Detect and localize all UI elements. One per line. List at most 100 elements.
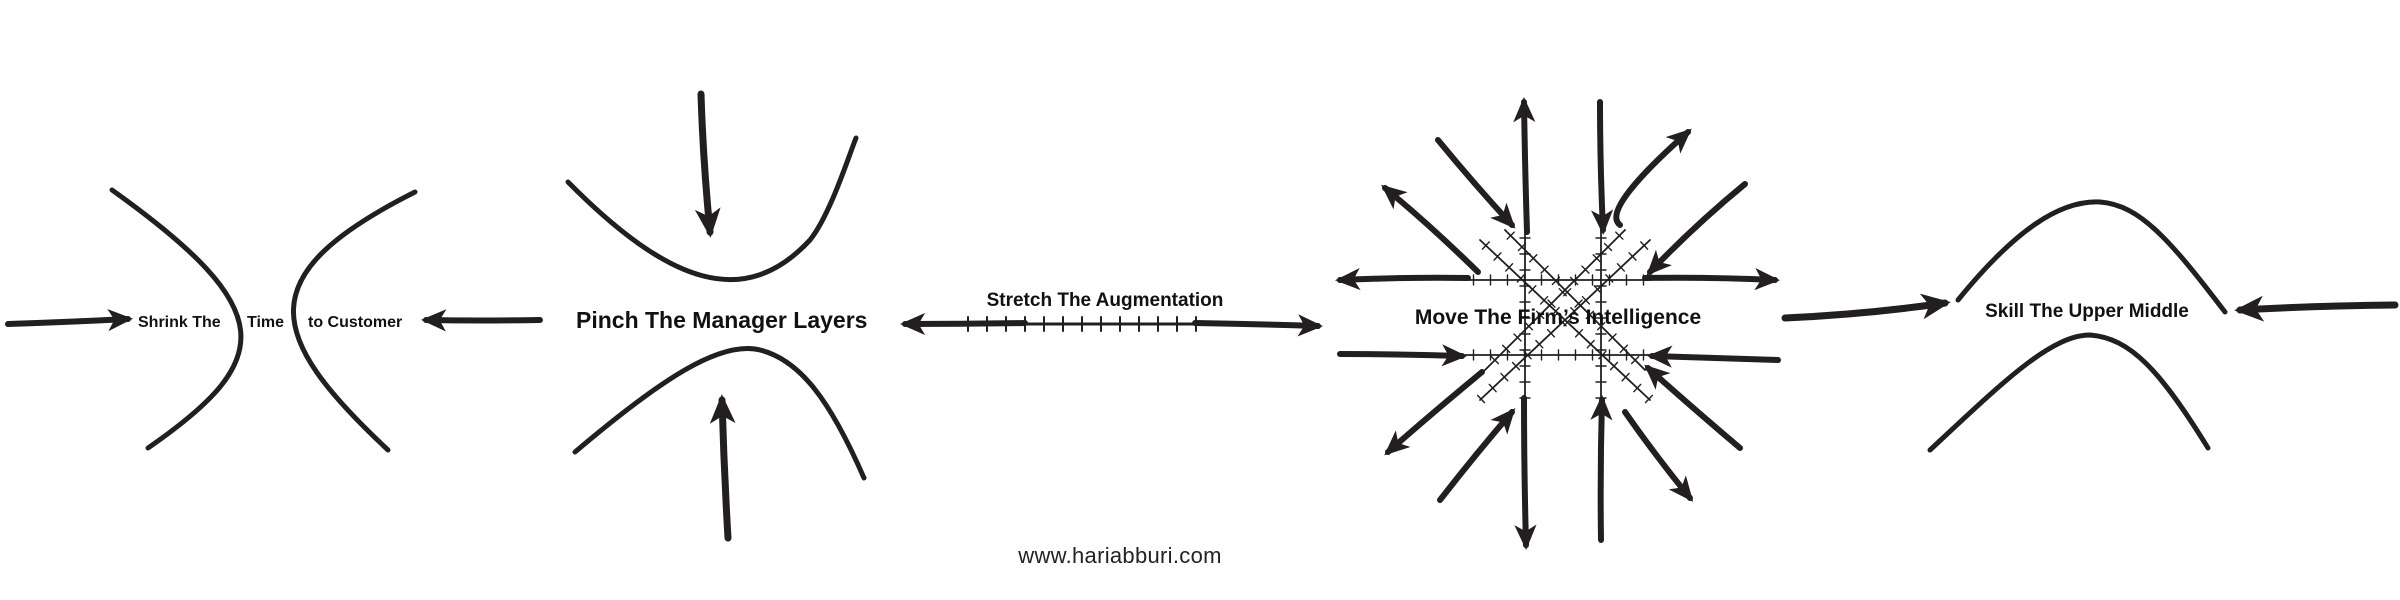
grid-tick	[1593, 285, 1602, 294]
grid-tick	[1574, 299, 1583, 308]
grid-tick	[1558, 317, 1567, 327]
arrow-out-right-upper	[1642, 267, 1781, 291]
grid-tick	[1511, 361, 1521, 371]
grid-tick	[1529, 254, 1538, 263]
arrow-down-left	[1514, 395, 1537, 551]
grid-tick	[1546, 328, 1556, 338]
grid-tick	[1535, 310, 1545, 320]
grid-tick	[1581, 295, 1591, 305]
grid-line	[1484, 229, 1626, 371]
lower-arch	[1927, 332, 2211, 453]
grid-tick	[1574, 328, 1584, 338]
grid-tick	[1570, 306, 1579, 316]
grid-tick	[1619, 344, 1629, 354]
grid-tick	[1488, 383, 1497, 393]
grid-tick	[1505, 263, 1514, 272]
grid-tick	[1513, 333, 1522, 342]
grid-tick	[1558, 287, 1568, 297]
grid-tick	[1547, 299, 1556, 308]
grid-tick	[1523, 350, 1532, 360]
left-curve	[109, 187, 244, 451]
grid-tick	[1493, 252, 1502, 261]
shrink-label-part1: Shrink The	[138, 314, 221, 331]
grid-tick	[1481, 241, 1490, 250]
panel-skill-upper-middle: Skill The Upper Middle	[1781, 199, 2399, 453]
grid-line	[1479, 239, 1651, 401]
grid-tick	[1633, 383, 1642, 393]
arrow-down-in	[694, 90, 721, 238]
arrow-right-in	[420, 309, 543, 332]
hatch-grid	[1464, 229, 1654, 404]
grid-tick	[1517, 242, 1527, 252]
grid-tick	[1609, 361, 1619, 371]
grid-tick	[1616, 263, 1625, 272]
skill-label: Skill The Upper Middle	[1985, 301, 2189, 322]
grid-tick	[1528, 285, 1537, 294]
grid-tick	[1501, 344, 1511, 354]
arrow-out-top-right	[1613, 128, 1692, 228]
panel-move-intelligence: Move The Firm’s Intelligence	[1334, 96, 1781, 551]
grid-tick	[1476, 394, 1486, 404]
grid-tick	[1540, 265, 1549, 274]
grid-tick	[1516, 274, 1525, 283]
grid-tick	[1581, 265, 1590, 274]
stretch-label: Stretch The Augmentation	[987, 290, 1224, 311]
grid-tick	[1628, 252, 1637, 261]
panel-pinch-manager: Pinch The Manager Layers	[565, 90, 867, 542]
grid-tick	[1644, 394, 1654, 404]
grid-tick	[1524, 321, 1534, 331]
arrow-skill-left-in	[1781, 293, 1951, 322]
grid-line	[1504, 229, 1646, 371]
arrow-out-lower-left	[1384, 369, 1485, 456]
grid-tick	[1506, 231, 1515, 240]
right-curve	[291, 189, 418, 453]
pinch-label: Pinch The Manager Layers	[576, 307, 867, 333]
arrow-stretch-right	[1192, 314, 1324, 337]
arrow-in-right-lower	[1646, 345, 1781, 368]
grid-tick	[1551, 306, 1560, 316]
lower-parabola	[572, 346, 867, 481]
arrow-in-left-lower	[1337, 344, 1468, 367]
arrow-in-bottom-left	[1437, 408, 1516, 503]
shrink-label-part2: Time	[247, 314, 284, 331]
panel-stretch-augmentation: Stretch The Augmentation	[899, 290, 1324, 337]
arrow-in-bottom-right	[1590, 394, 1613, 543]
grid-tick	[1585, 310, 1595, 320]
arrow-out-bottom-right	[1622, 409, 1694, 502]
arrow-in-upper-right	[1646, 181, 1748, 276]
grid-tick	[1569, 276, 1579, 286]
grid-tick	[1640, 241, 1649, 250]
grid-tick	[1603, 242, 1613, 252]
move-label: Move The Firm’s Intelligence	[1415, 306, 1701, 329]
arrow-in-lower-right	[1644, 364, 1743, 451]
grid-tick	[1630, 355, 1640, 365]
arrow-stretch-left	[899, 312, 1028, 336]
arrow-in-top-right	[1590, 99, 1614, 236]
grid-tick	[1598, 350, 1607, 360]
website-url[interactable]: www.hariabburi.com	[1017, 543, 1221, 568]
grid-tick	[1596, 321, 1606, 331]
upper-arch	[1955, 199, 2228, 315]
grid-tick	[1500, 372, 1509, 382]
grid-tick	[1621, 372, 1630, 382]
grid-tick	[1586, 339, 1595, 349]
grid-tick	[1615, 231, 1624, 240]
grid-tick	[1539, 295, 1549, 305]
grid-tick	[1535, 339, 1544, 349]
arrow-up-left	[1513, 96, 1536, 235]
panel-shrink-time: Shrink The Time to Customer	[5, 187, 543, 453]
arrow-skill-right-in	[2234, 295, 2399, 322]
arrow-out-left-upper	[1334, 268, 1471, 291]
grid-tick	[1605, 274, 1614, 283]
upper-parabola	[565, 135, 859, 283]
grid-tick	[1551, 276, 1561, 286]
arrow-left-in	[5, 308, 134, 332]
grid-tick	[1608, 333, 1617, 342]
arrow-in-top-left	[1435, 137, 1516, 229]
arrow-up-in	[709, 394, 736, 542]
arrow-out-upper-left	[1381, 184, 1481, 275]
grid-tick	[1592, 254, 1601, 263]
shrink-label-part3: to Customer	[308, 314, 402, 331]
